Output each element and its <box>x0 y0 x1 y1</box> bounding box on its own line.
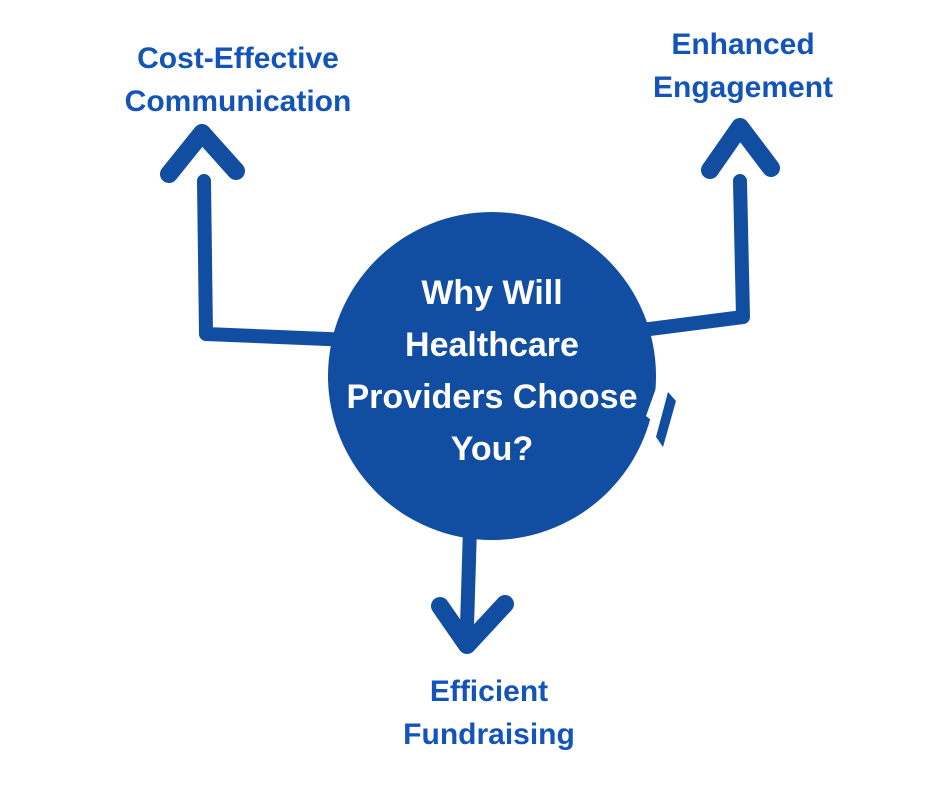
center-question-line: Providers Choose <box>346 378 638 416</box>
label-enhanced-engagement: Enhanced Engagement <box>653 23 833 109</box>
arrow-head-icon <box>431 595 514 654</box>
label-line: Enhanced <box>671 28 815 61</box>
label-cost-effective-communication: Cost-Effective Communication <box>125 37 352 123</box>
circle-notch <box>639 377 676 463</box>
arrow-shaft <box>197 174 359 347</box>
center-question-line: Why Will <box>421 274 563 312</box>
label-line: Cost-Effective <box>137 42 339 75</box>
arrow-bottom <box>431 521 514 654</box>
arrow-top-right <box>635 118 780 337</box>
label-line: Communication <box>124 85 352 118</box>
label-efficient-fundraising: Efficient Fundraising <box>403 670 575 756</box>
center-question: Why Will Healthcare Providers Choose You… <box>347 267 638 475</box>
arrow-head-icon <box>160 124 245 183</box>
arrow-shaft <box>460 521 477 633</box>
arrow-shaft <box>635 174 750 337</box>
arrow-head-icon <box>701 118 780 179</box>
label-line: Efficient <box>429 675 549 708</box>
center-question-line: You? <box>450 430 534 468</box>
label-line: Engagement <box>652 71 834 104</box>
notch-slash-upper <box>646 377 671 424</box>
center-question-line: Healthcare <box>405 326 579 364</box>
arrow-top-left <box>160 124 359 347</box>
label-line: Fundraising <box>403 718 575 751</box>
notch-sliver <box>656 392 676 447</box>
center-circle <box>328 212 656 540</box>
